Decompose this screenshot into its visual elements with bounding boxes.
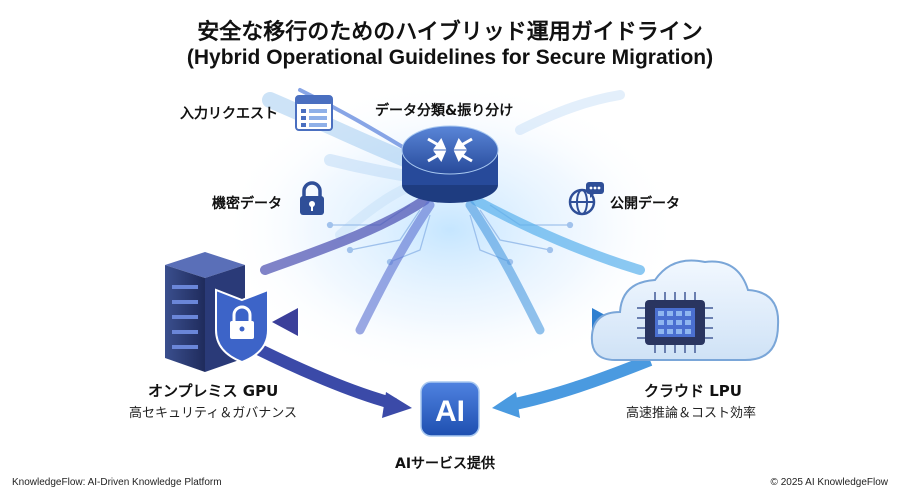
- ai-service-label: AIサービス提供: [395, 456, 496, 472]
- form-icon: [295, 95, 333, 131]
- footer-right: © 2025 AI KnowledgeFlow: [770, 477, 888, 488]
- shield-lock-icon: [215, 288, 269, 364]
- title-en: (Hybrid Operational Guidelines for Secur…: [186, 46, 714, 69]
- cloud-title: クラウド LPU: [644, 382, 742, 400]
- classify-label: データ分類&振り分け: [375, 103, 514, 119]
- onprem-to-ai-arrow: [247, 339, 412, 418]
- confidential-label: 機密データ: [212, 196, 282, 212]
- public-label: 公開データ: [610, 196, 680, 212]
- router-icon: [401, 125, 499, 203]
- center-glow: [220, 80, 680, 380]
- cloud-chip-icon: [590, 259, 780, 361]
- ai-badge-icon: AI: [420, 381, 480, 437]
- onprem-title: オンプレミス GPU: [148, 382, 279, 400]
- router-to-onprem-flow: [260, 195, 435, 335]
- ai-badge-text: AI: [435, 395, 465, 428]
- footer-left: KnowledgeFlow: AI-Driven Knowledge Platf…: [12, 477, 222, 488]
- onprem-subtitle: 高セキュリティ＆ガバナンス: [129, 406, 297, 421]
- input-request-label: 入力リクエスト: [180, 106, 278, 122]
- cloud-to-ai-arrow: [492, 354, 653, 418]
- title-jp: 安全な移行のためのハイブリッド運用ガイドライン: [197, 20, 703, 45]
- globe-chat-icon: [568, 182, 604, 216]
- server-icon: [165, 252, 245, 372]
- lock-icon: [300, 181, 324, 215]
- cloud-subtitle: 高速推論＆コスト効率: [626, 406, 757, 421]
- router-to-cloud-flow: [465, 195, 645, 335]
